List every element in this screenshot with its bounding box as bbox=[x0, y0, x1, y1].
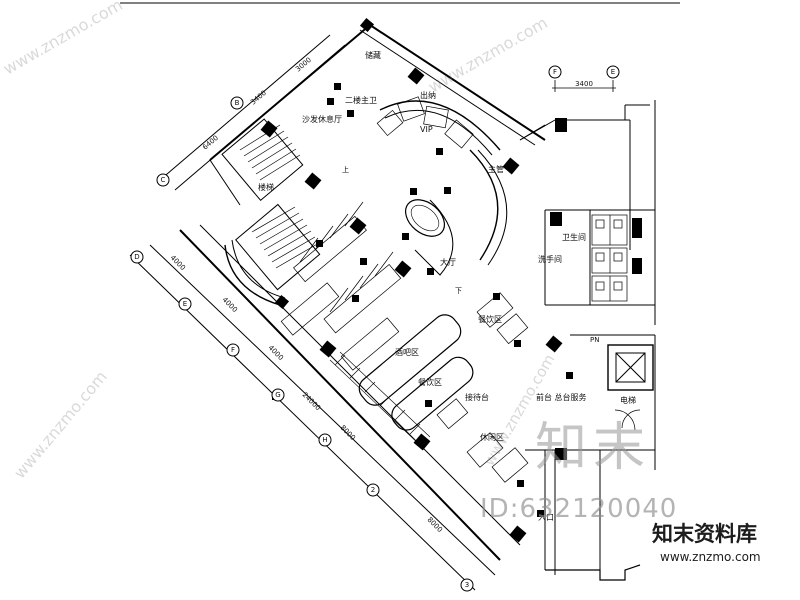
room-label: VIP bbox=[420, 125, 433, 134]
dimension-label: 4000 bbox=[221, 296, 239, 314]
room-label: 大厅 bbox=[440, 257, 456, 267]
stair-direction: 下 bbox=[455, 287, 462, 295]
room-label: 二楼主卫 bbox=[345, 95, 377, 105]
room-label: 储藏 bbox=[365, 50, 381, 60]
grid-label: E bbox=[611, 68, 615, 76]
grid-markers bbox=[130, 65, 620, 592]
room-label: 楼梯 bbox=[258, 182, 274, 192]
grid-label: G bbox=[275, 391, 280, 399]
grid-label: H bbox=[322, 436, 327, 444]
dimension-label: 8000 bbox=[339, 424, 357, 442]
grid-label: 2 bbox=[371, 486, 375, 494]
room-label: 卫生间 bbox=[562, 232, 586, 242]
grid-label: F bbox=[231, 346, 235, 354]
grid-label: B bbox=[235, 99, 240, 107]
room-label: 酒吧区 bbox=[395, 348, 419, 357]
room-label: 洗手间 bbox=[538, 254, 562, 264]
brand-url[interactable]: www.znzmo.com bbox=[660, 550, 761, 564]
dimension-label: 24000 bbox=[301, 391, 322, 412]
room-label: 前台 总台服务 bbox=[536, 392, 587, 402]
room-label: 接待台 bbox=[465, 392, 489, 402]
dimension-label: 3400 bbox=[249, 89, 268, 107]
dimension-label: 8000 bbox=[426, 516, 444, 534]
grid-label: F bbox=[553, 68, 557, 76]
resource-id: ID:632120040 bbox=[480, 494, 678, 524]
room-label: 沙发休息厅 bbox=[302, 114, 342, 124]
brand-panel bbox=[648, 480, 800, 600]
room-label: 电梯 bbox=[620, 395, 636, 405]
room-label: 出纳 bbox=[420, 90, 436, 100]
room-label: 入口 bbox=[538, 513, 554, 522]
grid-label: C bbox=[161, 176, 166, 184]
grid-label: D bbox=[134, 253, 139, 261]
dimension-label: 3000 bbox=[294, 56, 313, 74]
grid-label: E bbox=[183, 300, 187, 308]
dimension-label: 4000 bbox=[169, 254, 187, 272]
dimension-label: 6400 bbox=[201, 134, 220, 152]
building-outline bbox=[129, 24, 656, 591]
brand-name: 知末资料库 bbox=[652, 522, 757, 546]
structural-columns bbox=[260, 17, 642, 543]
dimension-label: 3400 bbox=[575, 80, 593, 88]
room-label: 主管 bbox=[488, 164, 504, 174]
room-label: 休闲区 bbox=[480, 432, 504, 442]
grid-label: 3 bbox=[465, 581, 469, 589]
brand-watermark: 知末 bbox=[535, 418, 652, 478]
door-tag: PN bbox=[590, 336, 599, 344]
stair-direction: 上 bbox=[342, 165, 349, 174]
room-label: 餐饮区 bbox=[418, 377, 442, 387]
room-label: 餐饮区 bbox=[478, 314, 502, 324]
